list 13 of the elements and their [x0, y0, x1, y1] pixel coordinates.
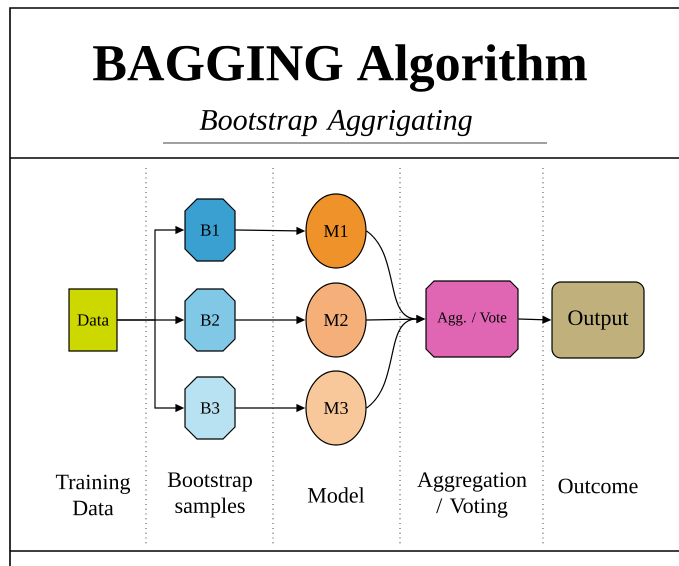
sample-octagon: B3: [184, 376, 236, 440]
sample-octagon: B2: [184, 288, 236, 352]
column-label: Aggregation / Voting: [417, 472, 527, 518]
data-box: Data: [68, 288, 118, 352]
output-box: Output: [551, 281, 645, 359]
column-label: Model: [308, 487, 364, 503]
sample-octagon: B1: [184, 198, 236, 262]
column-label: Outcome: [558, 478, 638, 494]
column-label: Training Data: [56, 474, 130, 516]
subtitle: Bootstrap Aggrigating: [200, 110, 472, 136]
aggregation-box: Agg. / Vote: [425, 280, 519, 358]
column-label: Bootstrap samples: [168, 472, 252, 518]
title: BAGGING Algorithm: [93, 44, 587, 92]
